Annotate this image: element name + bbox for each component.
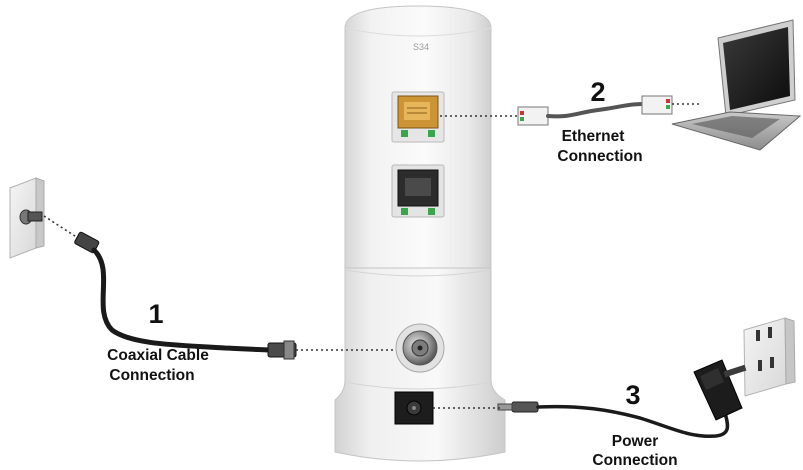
step-3-number: 3	[625, 380, 640, 410]
step-3-label-line1: Power	[612, 433, 659, 450]
power-adapter	[693, 359, 747, 421]
coax-port[interactable]	[395, 323, 445, 373]
ethernet-port[interactable]	[391, 91, 445, 143]
wall-coax-outlet	[9, 177, 45, 259]
coax-connector-wall	[74, 231, 100, 254]
ethernet-plug-laptop	[641, 95, 673, 115]
cable-modem: S34	[334, 5, 506, 462]
power-port[interactable]	[394, 391, 434, 425]
modem-model-label: S34	[413, 42, 429, 52]
step-3-label-line2: Connection	[592, 452, 677, 469]
ethernet-plug-modem	[517, 106, 549, 126]
coax-wall-leader	[43, 215, 79, 239]
step-2-label-line1: Ethernet	[562, 128, 625, 145]
laptop	[671, 19, 802, 151]
power-cable	[536, 404, 730, 438]
step-2-label-line2: Connection	[557, 148, 642, 165]
step-1-label-line1: Coaxial Cable	[107, 347, 209, 364]
step-2-number: 2	[590, 77, 605, 107]
power-plug	[497, 401, 539, 413]
step-1-label-line2: Connection	[109, 367, 194, 384]
coax-connector-modem	[267, 340, 297, 360]
step-1-number: 1	[148, 299, 163, 329]
wall-power-outlet	[743, 317, 796, 397]
ethernet-cable	[546, 102, 644, 119]
coaxial-cable	[91, 247, 279, 353]
phone-port[interactable]	[391, 164, 445, 218]
